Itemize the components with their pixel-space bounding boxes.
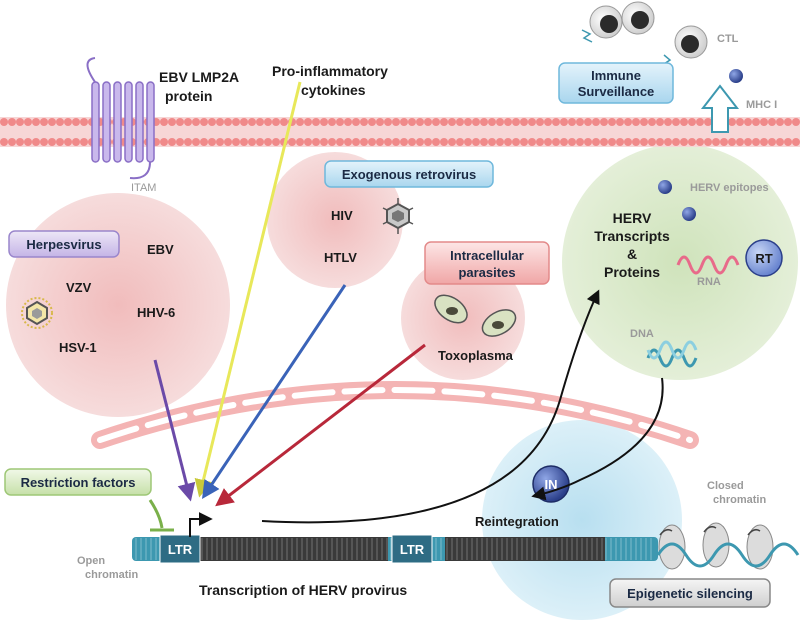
epigenetic-silencing-box: Epigenetic silencing: [609, 578, 771, 608]
herv-epitopes-label: HERV epitopes: [690, 182, 769, 194]
closed-chromatin-label-2: chromatin: [713, 494, 766, 506]
ebv-label: EBV: [147, 242, 174, 257]
cytokines-label-2: cytokines: [301, 82, 366, 98]
ebv-lmp2a-label-2: protein: [165, 88, 212, 104]
herv-epitope-icon: [658, 180, 672, 194]
transcription-label: Transcription of HERV provirus: [199, 582, 407, 598]
herv-products-label-1: HERV: [613, 210, 652, 226]
vzv-label: VZV: [66, 280, 92, 295]
parasite-arrow: [215, 343, 426, 507]
rna-strand: [676, 255, 740, 275]
exogenous-retrovirus-label: Exogenous retrovirus: [342, 167, 476, 182]
ebv-lmp2a-label-1: EBV LMP2A: [159, 69, 239, 85]
transcription-arrow: [261, 289, 600, 524]
toxoplasma-icon: [434, 294, 517, 337]
ebv-lmp2a-protein: [86, 57, 155, 180]
herpesvirus-label: Herpesvirus: [26, 237, 101, 252]
cytokines-label-1: Pro-inflammatory: [272, 63, 388, 79]
nucleosomes: [656, 522, 800, 570]
immune-surveillance-label-1: Immune: [591, 68, 641, 83]
closed-chromatin-label-1: Closed: [707, 480, 744, 492]
herpesvirus-particle-icon: [21, 297, 53, 329]
hiv-label: HIV: [331, 208, 353, 223]
itam-label: ITAM: [131, 182, 156, 194]
parasites-label-1: Intracellular: [450, 248, 524, 263]
restriction-factors-label: Restriction factors: [21, 475, 136, 490]
dna-helix: [646, 340, 698, 368]
open-chromatin-label-1: Open: [77, 555, 105, 567]
intracellular-parasites-box: Intracellular parasites: [424, 241, 550, 285]
epigenetic-bubble: [482, 420, 682, 620]
mhc-receptor-icon: [700, 69, 743, 133]
reintegration-arrow: [531, 377, 664, 501]
hsv1-label: HSV-1: [59, 340, 97, 355]
in-label: IN: [545, 477, 558, 492]
rna-label: RNA: [697, 276, 721, 288]
herv-epitope-icon: [682, 207, 696, 221]
toxoplasma-label: Toxoplasma: [438, 348, 514, 363]
herpesvirus-arrow: [153, 359, 196, 502]
herv-products-label-2: Transcripts: [594, 228, 670, 244]
herv-products-label-4: Proteins: [604, 264, 660, 280]
ltr-left-label: LTR: [168, 542, 193, 557]
cytokine-arrow: [194, 81, 302, 498]
ltr-right: LTR: [391, 534, 433, 564]
reintegration-label: Reintegration: [475, 514, 559, 529]
ltr-right-label: LTR: [400, 542, 425, 557]
parasites-label-2: parasites: [458, 265, 515, 280]
tss-arrow: [189, 512, 213, 537]
retrovirus-particle-icon: [382, 198, 414, 234]
open-chromatin-label-2: chromatin: [85, 569, 138, 581]
ctl-label: CTL: [717, 33, 739, 45]
dna-label: DNA: [630, 328, 654, 340]
immune-surveillance-label-2: Surveillance: [578, 84, 655, 99]
inhibition-line: [148, 499, 164, 529]
plasma-membrane: [0, 117, 800, 147]
integrase-icon: IN: [532, 465, 570, 503]
reverse-transcriptase-icon: RT: [745, 239, 783, 277]
immune-surveillance-box: Immune Surveillance: [558, 62, 674, 104]
retrovirus-arrow: [201, 284, 347, 499]
exogenous-retrovirus-box: Exogenous retrovirus: [324, 160, 494, 188]
epigenetic-silencing-label: Epigenetic silencing: [627, 586, 753, 601]
restriction-factors-box: Restriction factors: [4, 468, 152, 496]
mhc-label: MHC I: [746, 99, 777, 111]
htlv-label: HTLV: [324, 250, 357, 265]
herv-products-label-3: &: [627, 246, 637, 262]
rt-label: RT: [755, 251, 772, 266]
ltr-left: LTR: [159, 534, 201, 564]
herpesvirus-box: Herpesvirus: [8, 230, 120, 258]
ctl-cells: [581, 1, 708, 70]
hhv6-label: HHV-6: [137, 305, 175, 320]
